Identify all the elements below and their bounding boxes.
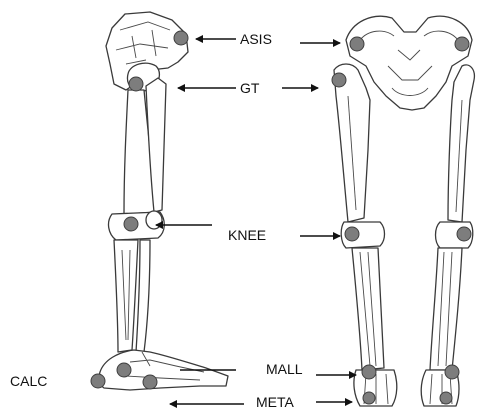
label-knee: KNEE [228, 227, 266, 243]
side-fibula [136, 240, 150, 352]
marker-asis-side [174, 31, 188, 45]
marker-knee-front-right [457, 227, 471, 241]
label-calc: CALC [10, 373, 47, 389]
marker-mall-front-left [362, 365, 376, 379]
front-shank-right [430, 248, 462, 370]
marker-meta-front-right [440, 392, 452, 404]
marker-gt-front [332, 73, 346, 87]
side-view-skeleton [99, 12, 228, 390]
front-view-skeleton [334, 16, 474, 406]
label-meta: META [256, 394, 295, 408]
label-gt: GT [240, 80, 260, 96]
marker-calc-side [91, 374, 105, 388]
marker-meta-front-left [363, 392, 375, 404]
marker-asis-front-left [350, 37, 364, 51]
marker-knee-front-left [345, 227, 359, 241]
marker-mall-front-right [445, 365, 459, 379]
marker-asis-front-right [455, 37, 469, 51]
marker-mall-side [117, 363, 131, 377]
front-femur-left [334, 64, 370, 222]
marker-meta-side [143, 375, 157, 389]
marker-knee-side [124, 217, 138, 231]
front-shank-left [352, 248, 384, 370]
marker-gt-side [129, 77, 143, 91]
label-mall: MALL [266, 361, 303, 377]
front-femur-right [448, 65, 474, 222]
label-asis: ASIS [240, 31, 272, 47]
